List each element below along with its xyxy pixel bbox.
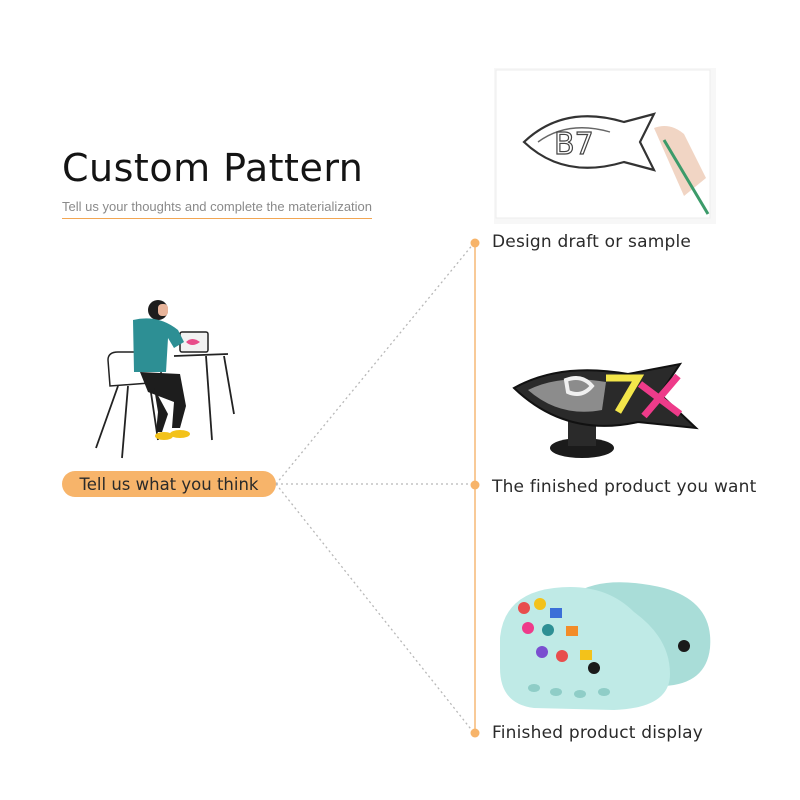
clog-shoes-image bbox=[500, 582, 711, 710]
tell-us-pill: Tell us what you think bbox=[62, 471, 276, 497]
person-at-desk-illustration bbox=[95, 300, 235, 459]
page-title: Custom Pattern bbox=[62, 146, 364, 190]
connector-line-top bbox=[275, 242, 475, 485]
drawing-sketch-image: B7 bbox=[494, 68, 716, 224]
svg-text:B7: B7 bbox=[554, 127, 594, 162]
page-subtitle: Tell us your thoughts and complete the m… bbox=[62, 199, 373, 219]
connector-line-bottom bbox=[275, 483, 475, 734]
timeline-dot-2 bbox=[470, 480, 480, 490]
shoe-charm-image bbox=[512, 362, 699, 458]
step-label-product-display: Finished product display bbox=[492, 723, 703, 743]
step-label-finished-product: The finished product you want bbox=[492, 477, 757, 497]
timeline-dot-1 bbox=[470, 238, 480, 248]
timeline-dot-3 bbox=[470, 728, 480, 738]
step-label-design-draft: Design draft or sample bbox=[492, 232, 692, 252]
